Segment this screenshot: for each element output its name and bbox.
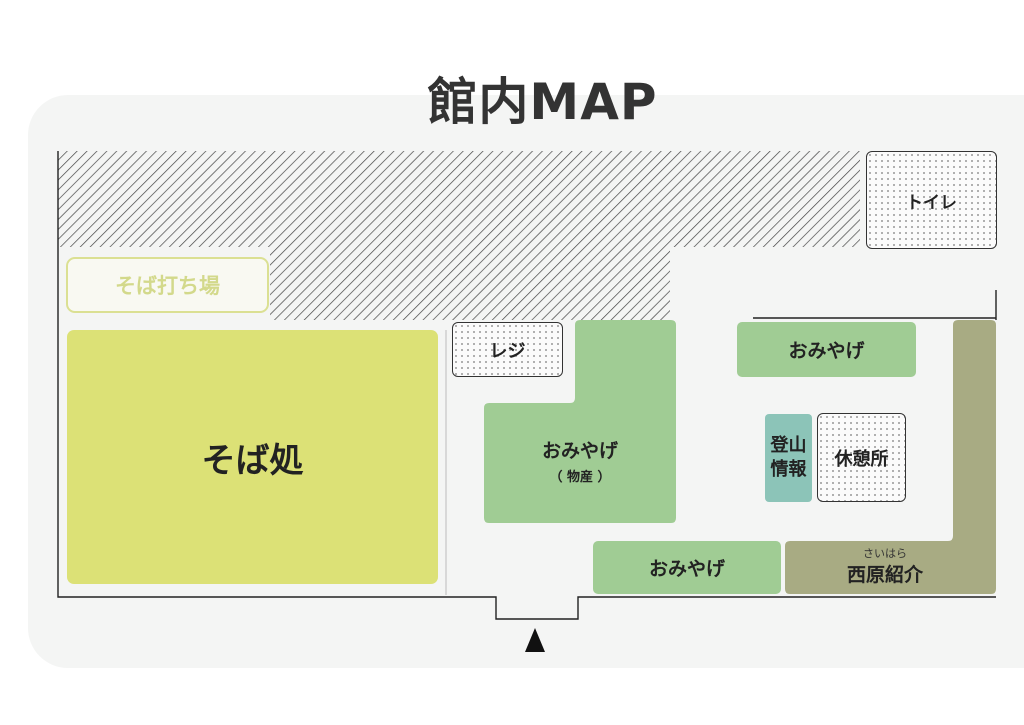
omiyage-bussan-shape (484, 320, 676, 523)
omiyage-bussan-label: おみやげ (541, 439, 618, 462)
room-register[interactable]: レジ (452, 322, 563, 377)
saihara-ruby: さいはら (863, 547, 907, 560)
saihara-label: 西原紹介 (846, 564, 923, 586)
saihara-shape (785, 320, 996, 594)
entrance-arrow-icon (525, 628, 545, 652)
room-soba-uchiba[interactable]: そば打ち場 (66, 257, 269, 313)
room-soba-dokoro[interactable]: そば処 (67, 330, 438, 584)
room-toilet[interactable]: トイレ (866, 151, 997, 249)
room-omiyage-bottom[interactable]: おみやげ (593, 541, 781, 594)
room-kyukeijo[interactable]: 休憩所 (817, 413, 906, 502)
room-omiyage-bussan[interactable]: おみやげ （ 物産 ） (484, 320, 676, 523)
room-omiyage-top[interactable]: おみやげ (737, 322, 916, 377)
room-tozan-joho[interactable]: 登山 情報 (765, 414, 812, 502)
bussan-note: （ 物産 ） (549, 469, 611, 485)
outer-wall (57, 151, 996, 620)
restricted-area (58, 151, 860, 320)
page-title: 館内MAP (427, 73, 658, 131)
room-saihara-shokai[interactable]: さいはら 西原紹介 (785, 320, 997, 594)
